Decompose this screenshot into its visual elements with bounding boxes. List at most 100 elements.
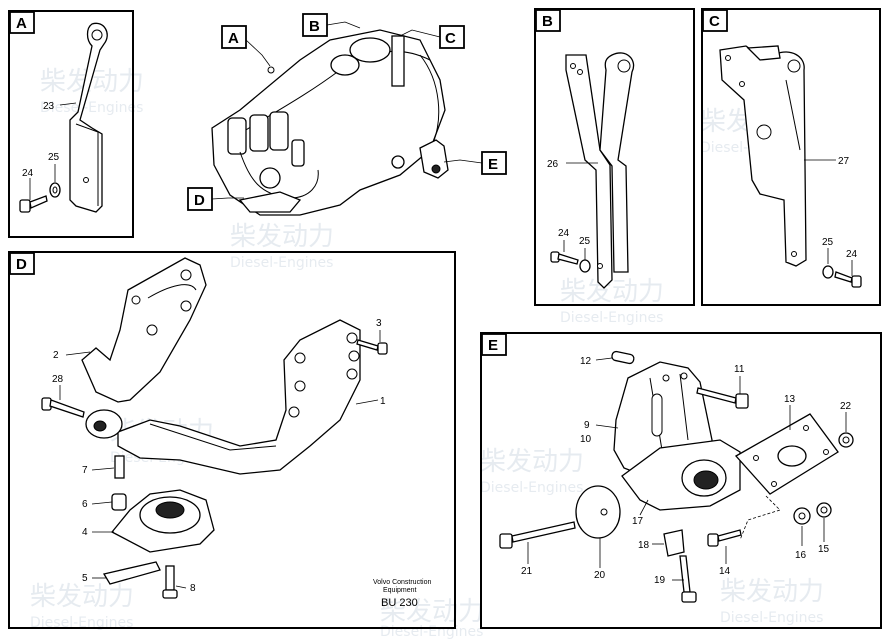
washer-25 xyxy=(822,265,834,279)
callout-25: 25 xyxy=(48,152,60,163)
panel-b-tag xyxy=(535,9,561,32)
bracket-hole xyxy=(180,300,192,312)
bolt-shank-11 xyxy=(696,387,737,404)
arm-hole xyxy=(294,352,306,364)
callout-19: 19 xyxy=(654,575,666,586)
bolt-shank-24 xyxy=(557,253,579,265)
arm-hole xyxy=(288,406,300,418)
panel-a: A 23 24 25 xyxy=(8,10,134,238)
pulley xyxy=(291,139,305,167)
callout-11: 11 xyxy=(734,364,745,375)
bracket-hole xyxy=(680,372,688,380)
bolt-shank-19 xyxy=(679,555,691,593)
exhaust-pipe xyxy=(391,35,405,87)
bolt-head-28 xyxy=(41,397,52,411)
watermark-en: Diesel-Engines xyxy=(480,480,583,496)
callout-18: 18 xyxy=(638,540,650,551)
spacer-18 xyxy=(663,529,685,557)
watermark-cn: 柴发动力 xyxy=(480,447,584,477)
caption-code: BU 230 xyxy=(381,597,418,609)
leader xyxy=(91,467,115,471)
bracket-hole xyxy=(91,29,103,41)
nut-hole xyxy=(820,506,828,514)
bracket-23 xyxy=(69,22,108,213)
callout-28: 28 xyxy=(52,374,64,385)
caption-line-1: Volvo Construction xyxy=(373,579,431,586)
bolt-shank-14 xyxy=(717,529,742,542)
bushing-hole xyxy=(93,420,107,432)
bracket-hole xyxy=(131,295,141,305)
bracket-slot xyxy=(785,79,801,151)
callout-5: 5 xyxy=(82,573,88,584)
panel-c-frame xyxy=(701,8,881,306)
engine-overview: A B C D E xyxy=(187,13,507,216)
panel-e-tag xyxy=(481,333,507,356)
callout-21: 21 xyxy=(521,566,533,577)
callout-9: 9 xyxy=(584,420,590,431)
watermark-en: Diesel-Engines xyxy=(560,310,663,326)
pulley xyxy=(249,114,269,152)
bolt-shank-3 xyxy=(356,339,379,351)
bolt-head-8 xyxy=(162,589,178,599)
disc-hole xyxy=(600,508,608,516)
leader xyxy=(443,159,483,164)
bracket-hole xyxy=(617,59,631,73)
leader xyxy=(595,357,613,361)
watermark-cn: 柴发动力 xyxy=(230,222,334,252)
pulley xyxy=(269,111,289,151)
callout-15: 15 xyxy=(818,544,830,555)
callout-22: 22 xyxy=(840,401,852,412)
leader xyxy=(211,197,244,200)
bolt-head-11 xyxy=(735,393,749,409)
leader xyxy=(175,585,187,589)
callout-24: 24 xyxy=(846,249,858,260)
leader xyxy=(65,351,91,356)
overview-label-d: D xyxy=(194,192,205,209)
caption-line-2: Equipment xyxy=(383,587,417,594)
leader xyxy=(355,399,379,405)
bracket-edge xyxy=(75,123,99,206)
bolt-shank-8 xyxy=(165,565,175,591)
bracket-hole xyxy=(739,81,745,87)
leader xyxy=(91,501,113,505)
bracket-hole xyxy=(180,269,192,281)
arm-hole xyxy=(346,332,358,344)
bracket-hole xyxy=(791,251,797,257)
overview-label-e: E xyxy=(488,156,498,173)
panel-b-frame xyxy=(534,8,695,306)
washer-hole xyxy=(52,186,58,194)
panel-a-label: A xyxy=(16,15,27,32)
panel-c-label: C xyxy=(709,13,720,30)
plate-hole xyxy=(771,481,777,487)
watermark-en: Diesel-Engines xyxy=(380,624,483,639)
overview-label-b: B xyxy=(309,18,320,35)
pulley xyxy=(227,117,247,155)
callout-17: 17 xyxy=(632,516,644,527)
mount-e xyxy=(419,139,449,179)
panel-b-label: B xyxy=(542,13,553,30)
callout-24: 24 xyxy=(22,168,34,179)
callout-6: 6 xyxy=(82,499,88,510)
callout-8: 8 xyxy=(190,583,196,594)
callout-20: 20 xyxy=(594,570,606,581)
leader xyxy=(595,424,619,429)
lift-eye-a xyxy=(267,66,275,74)
plate-center xyxy=(777,445,807,467)
mount-c xyxy=(391,155,405,169)
bracket-hole xyxy=(787,59,801,73)
callout-14: 14 xyxy=(719,566,731,577)
panel-e: E xyxy=(480,332,882,629)
bolt-head-21 xyxy=(499,533,513,549)
turbo xyxy=(349,37,391,63)
arm-edge xyxy=(149,423,277,451)
disc-20 xyxy=(575,485,621,539)
callout-12: 12 xyxy=(580,356,592,367)
panel-a-tag xyxy=(9,11,35,34)
plate-hole xyxy=(753,455,759,461)
callout-7: 7 xyxy=(82,465,88,476)
washer-hole xyxy=(798,512,806,520)
bracket-26-arm xyxy=(599,52,635,273)
callout-10: 10 xyxy=(580,434,592,445)
stud-7 xyxy=(114,455,125,479)
bracket-26 xyxy=(565,54,613,289)
